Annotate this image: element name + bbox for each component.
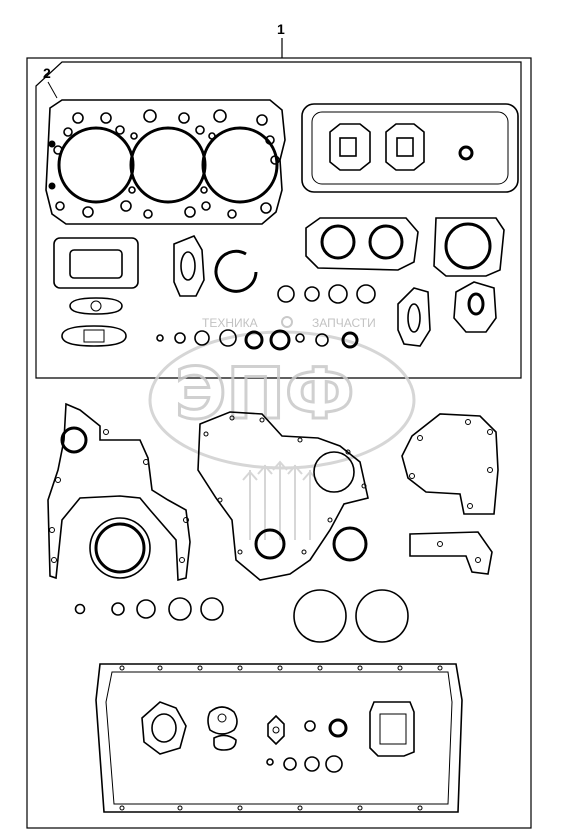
elbow-gasket bbox=[397, 287, 431, 347]
o-ring-set bbox=[156, 284, 376, 351]
snap-ring bbox=[214, 249, 258, 293]
watermark-brand-right: ЗАПЧАСТИ bbox=[312, 316, 376, 330]
exhaust-manifold-gasket bbox=[305, 217, 419, 271]
head-set-frame bbox=[35, 61, 522, 379]
water-pump-gasket bbox=[401, 413, 499, 515]
front-seal bbox=[89, 517, 151, 579]
oil-pan-gasket bbox=[95, 663, 463, 813]
thermostat-gasket bbox=[173, 234, 205, 297]
oval-flange-gasket-2 bbox=[61, 325, 127, 347]
seal-ring-small bbox=[332, 526, 368, 562]
turbo-flange-gasket bbox=[53, 237, 139, 289]
water-pump-cover-gasket bbox=[433, 217, 505, 277]
bracket-gasket bbox=[409, 531, 493, 575]
cylinder-head-gasket bbox=[45, 99, 286, 225]
timing-cover-gasket bbox=[197, 411, 369, 581]
wheat-icon bbox=[242, 460, 318, 540]
watermark-brand-left: ТЕХНИКА bbox=[202, 316, 258, 330]
oval-flange-gasket-1 bbox=[69, 297, 123, 315]
o-ring-row bbox=[74, 589, 409, 643]
valve-cover-gasket bbox=[301, 103, 519, 193]
gear-icon bbox=[281, 316, 293, 328]
front-plate-gasket bbox=[47, 402, 191, 582]
callout-1: 1 bbox=[277, 21, 285, 37]
outlet-gasket bbox=[453, 281, 497, 333]
kit-frame bbox=[26, 38, 532, 829]
callout-2: 2 bbox=[43, 65, 51, 81]
